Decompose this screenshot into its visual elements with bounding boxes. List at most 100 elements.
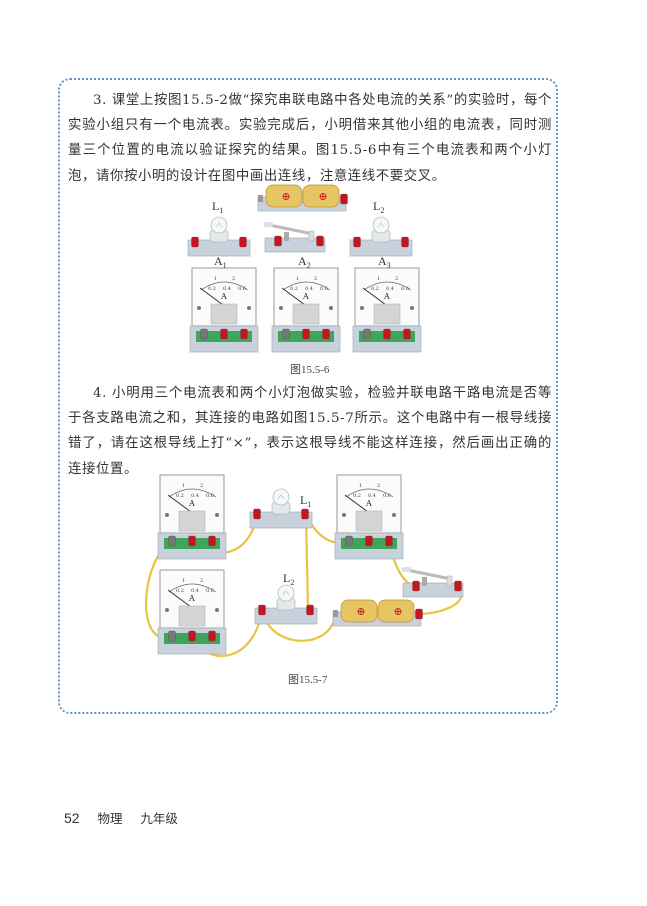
bulb-filament	[377, 222, 385, 228]
wire	[304, 513, 310, 611]
red-terminal	[316, 235, 324, 247]
scale-label: 2	[232, 276, 235, 282]
red-terminal	[385, 535, 393, 547]
red-terminal	[353, 236, 361, 248]
red-terminal	[258, 604, 266, 616]
scale-label: 0.6	[383, 493, 391, 499]
meter-scale-arc	[345, 488, 394, 498]
red-terminal	[365, 535, 373, 547]
switch-fig2	[402, 567, 464, 598]
scale-label: 2	[200, 578, 203, 584]
label-A1: A1	[214, 254, 227, 270]
scale-label: 2	[200, 483, 203, 489]
switch-handle	[402, 567, 411, 572]
label-L1-fig1: L1	[212, 199, 223, 215]
meter-mechanism	[355, 510, 383, 532]
scale-label: 0.4	[223, 286, 231, 292]
red-terminal	[208, 535, 216, 547]
subject: 物理	[97, 811, 123, 826]
bulb-glass	[272, 488, 290, 506]
scale-label: 0.6	[238, 286, 246, 292]
bulb-glass	[210, 216, 228, 234]
bulb-filament	[215, 222, 223, 228]
red-terminal	[208, 630, 216, 642]
meter-scale-arc	[168, 488, 217, 498]
label-L1-fig2: L1	[300, 493, 311, 509]
black-terminal	[168, 535, 176, 547]
red-terminal	[191, 236, 199, 248]
meter-needle	[281, 287, 306, 306]
label-L2-fig1: L2	[373, 199, 384, 215]
red-terminal	[220, 328, 228, 340]
red-terminal	[415, 608, 423, 620]
scale-label: 0.6	[401, 286, 409, 292]
meter-scale-arc	[168, 583, 217, 593]
battery-cell	[377, 599, 415, 623]
scale-label: 0.4	[386, 286, 394, 292]
meter-mechanism	[373, 303, 401, 325]
scale-label: 1	[214, 276, 217, 282]
scale-label: 0.2	[176, 588, 184, 594]
black-terminal	[363, 328, 371, 340]
scale-label: 0.4	[191, 588, 199, 594]
scale-label: 0.2	[371, 286, 379, 292]
battery-negative-terminal	[258, 195, 263, 202]
meter-needle	[362, 287, 387, 306]
red-terminal	[240, 328, 248, 340]
battery-fig1: ⊕⊕	[257, 184, 348, 212]
exercise-box	[58, 78, 558, 714]
red-terminal	[412, 580, 420, 592]
red-terminal	[302, 328, 310, 340]
scale-label: 0.4	[191, 493, 199, 499]
switch-base	[402, 582, 464, 598]
scale-label: 0.2	[290, 286, 298, 292]
scale-label: 1	[182, 483, 185, 489]
scale-label: 0.2	[176, 493, 184, 499]
label-L2-fig2: L2	[283, 571, 294, 587]
scale-label: 2	[395, 276, 398, 282]
red-terminal	[239, 236, 247, 248]
bulb-L2-fig1	[349, 216, 413, 257]
red-terminal	[188, 630, 196, 642]
meter-needle	[167, 494, 192, 513]
page-footer: 52 物理 九年级	[64, 808, 192, 827]
ampere-symbol: A	[220, 292, 227, 301]
positive-symbol: ⊕	[281, 190, 290, 203]
scale-label: 0.4	[305, 286, 313, 292]
scale-label: 0.6	[206, 493, 214, 499]
meter-needle	[344, 494, 369, 513]
problem-4-text: 4. 小明用三个电流表和两个小灯泡做实验，检验并联电路干路电流是否等于各支路电流…	[68, 386, 552, 477]
positive-symbol: ⊕	[356, 605, 365, 618]
bulb-filament	[282, 590, 290, 596]
scale-label: 1	[359, 483, 362, 489]
bulb-L2-fig2	[254, 584, 318, 625]
switch-lever	[406, 568, 452, 581]
switch-fig1	[264, 222, 326, 253]
red-terminal	[301, 508, 309, 520]
meter-mechanism	[292, 303, 320, 325]
black-terminal	[282, 328, 290, 340]
meter-mechanism	[178, 605, 206, 627]
red-terminal	[403, 328, 411, 340]
positive-symbol: ⊕	[393, 605, 402, 618]
scale-label: 0.6	[206, 588, 214, 594]
red-terminal	[322, 328, 330, 340]
switch-handle	[264, 222, 273, 227]
black-terminal	[200, 328, 208, 340]
meter-scale-arc	[282, 281, 331, 291]
black-terminal	[168, 630, 176, 642]
grade: 九年级	[140, 811, 178, 826]
ampere-symbol: A	[365, 499, 372, 508]
scale-label: 2	[377, 483, 380, 489]
red-terminal	[253, 508, 261, 520]
scale-label: 0.6	[320, 286, 328, 292]
meter-scale-arc	[363, 281, 412, 291]
ampere-symbol: A	[383, 292, 390, 301]
ampere-symbol: A	[188, 594, 195, 603]
red-terminal	[454, 580, 462, 592]
